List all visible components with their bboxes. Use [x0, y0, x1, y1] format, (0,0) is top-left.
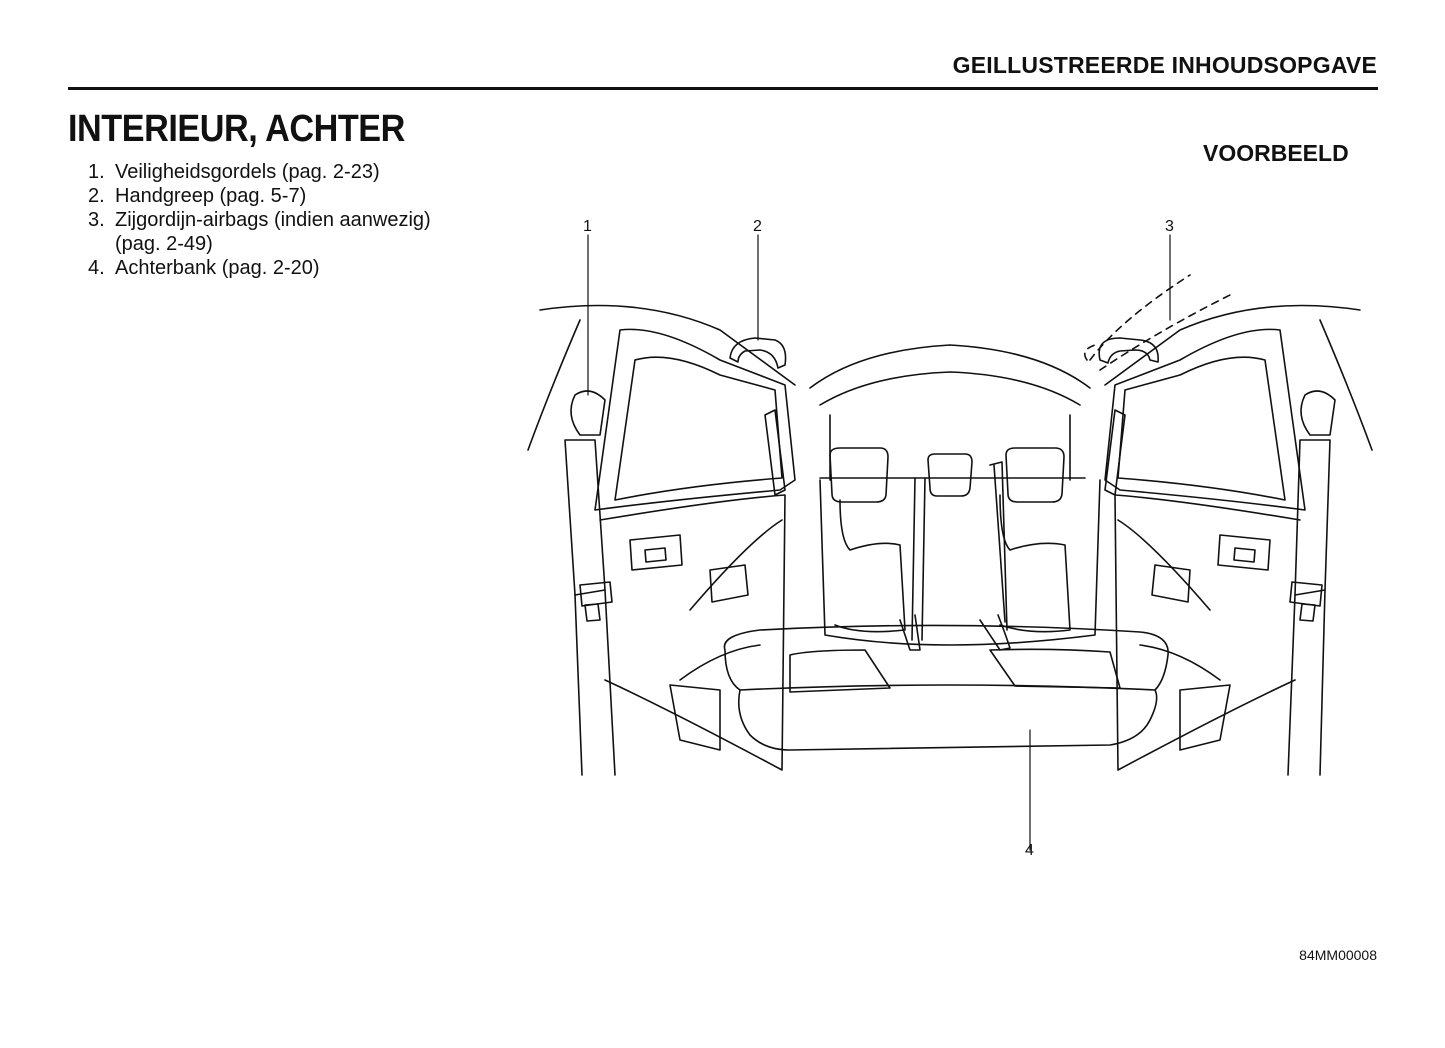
callout-leaders	[587, 234, 1171, 851]
list-item: 3.Zijgordijn-airbags (indien aanwezig)	[88, 209, 431, 231]
page-title: INTERIEUR, ACHTER	[68, 108, 405, 150]
header-rule	[68, 87, 1378, 90]
rear-interior-diagram: 1 2 3 4	[520, 210, 1380, 870]
right-seat-belt	[1287, 390, 1336, 776]
example-label: VOORBEELD	[1203, 140, 1349, 166]
assist-grips	[729, 337, 1159, 369]
section-header: GEILLUSTREERDE INHOUDSOPGAVE	[952, 52, 1377, 78]
rear-seat-cushion	[723, 624, 1169, 751]
left-door	[594, 328, 796, 771]
rear-seat-back	[819, 447, 1101, 651]
right-door	[1104, 328, 1306, 771]
list-item-continuation: (pag. 2-49)	[115, 233, 213, 255]
left-seat-belt	[564, 390, 616, 776]
callout-number: 4	[1025, 842, 1034, 859]
callout-number: 1	[583, 218, 592, 235]
figure-code: 84MM00008	[1299, 947, 1377, 963]
curtain-airbag-dashes	[1084, 274, 1231, 371]
callout-number: 3	[1165, 218, 1174, 235]
cabin-outline	[527, 304, 1373, 481]
legend-list: 1.Veiligheidsgordels (pag. 2-23) 2.Handg…	[88, 160, 431, 280]
list-item: 4.Achterbank (pag. 2-20)	[88, 257, 320, 279]
list-item: 1.Veiligheidsgordels (pag. 2-23)	[88, 161, 380, 183]
list-item: 2.Handgreep (pag. 5-7)	[88, 185, 307, 207]
callout-number: 2	[753, 218, 762, 235]
